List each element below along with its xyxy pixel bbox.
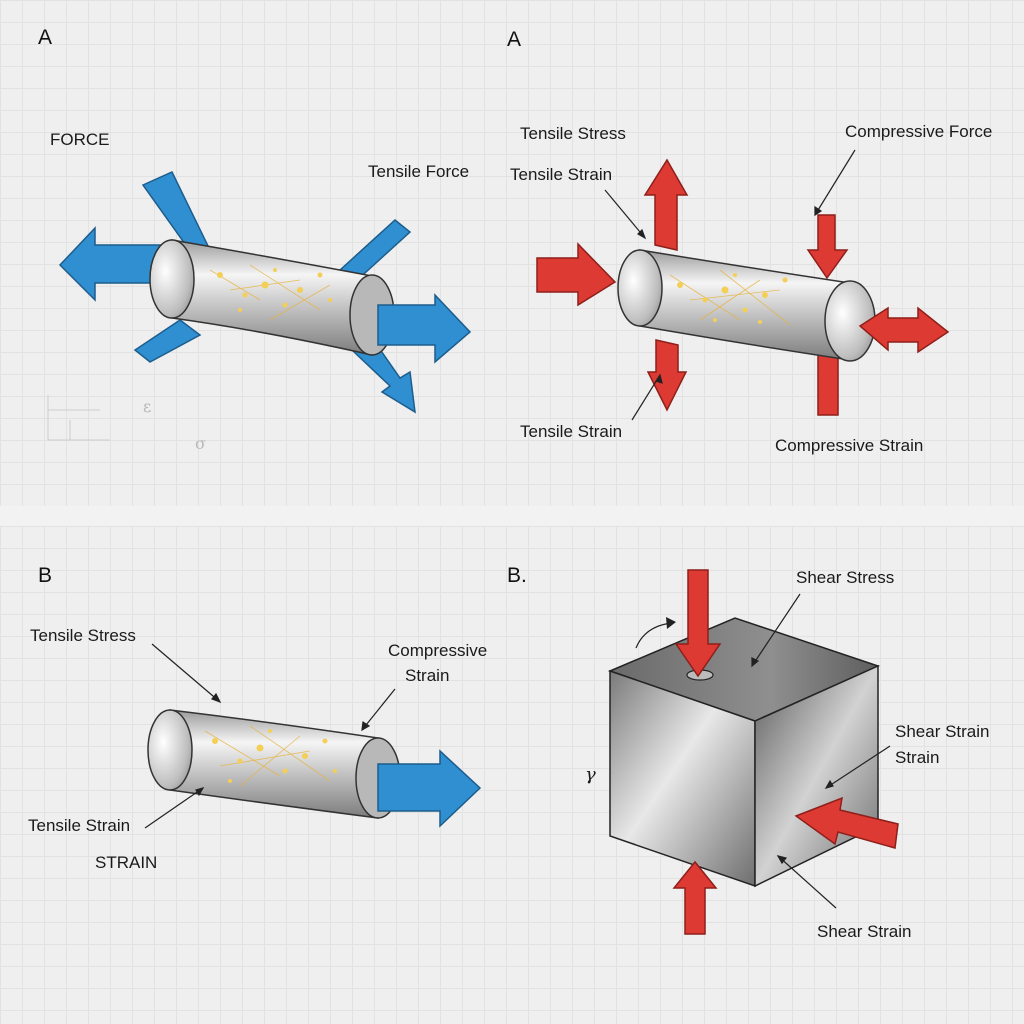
panel-letter-top-left: A — [38, 26, 53, 49]
label-tensile-force: Tensile Force — [368, 162, 470, 181]
cylinder-bottom — [147, 709, 401, 819]
red-arrow-left-cube — [794, 796, 899, 849]
label-compressive-line1: Compressive — [388, 641, 488, 660]
label-compressive-line2: Strain — [405, 666, 450, 685]
red-arrow-up-cube — [672, 860, 718, 935]
label-tensile-stress-bottom: Tensile Stress — [30, 626, 136, 645]
panel-letter-bottom-right: B. — [507, 564, 527, 587]
faint-sigma: σ — [195, 434, 206, 453]
curved-rotation-arrowhead — [666, 617, 676, 629]
red-arrow-double-right — [858, 306, 950, 354]
label-tensile-strain-top: Tensile Strain — [510, 165, 613, 184]
red-arrow-down-bottom — [646, 339, 688, 412]
pointer-lines-cube — [751, 593, 891, 909]
curved-rotation-arrow — [635, 622, 673, 649]
blue-diagonal-arrow-lower-left — [133, 319, 202, 363]
top-diagram — [47, 149, 950, 441]
label-tensile-stress-top: Tensile Stress — [520, 124, 626, 143]
label-tensile-strain-bottom-left: Tensile Strain — [28, 816, 131, 835]
label-shear-strain-line2: Strain — [895, 748, 940, 767]
red-arrow-down-right — [806, 214, 849, 280]
blue-arrow-right-bottom — [377, 749, 482, 828]
cylinder-compressive — [617, 249, 876, 362]
red-arrow-up — [643, 158, 689, 251]
label-strain: STRAIN — [95, 853, 158, 872]
faint-sketch — [47, 395, 110, 441]
label-compressive-force: Compressive Force — [845, 122, 993, 141]
red-bar-lower-right — [817, 354, 839, 416]
label-compressive-strain: Compressive Strain — [775, 436, 924, 455]
red-arrow-left-in — [536, 242, 617, 307]
cylinder-tensile — [149, 239, 395, 356]
label-gamma: γ — [585, 764, 596, 785]
pointer-lines-top — [604, 149, 856, 421]
label-tensile-strain-bottom: Tensile Strain — [520, 422, 623, 441]
label-shear-stress: Shear Stress — [796, 568, 895, 587]
panel-letter-top-right: A — [507, 28, 522, 51]
label-shear-strain-bottom: Shear Strain — [817, 922, 912, 941]
bottom-panel: B Tensile Stress Compressive Strain Tens… — [0, 526, 1024, 1024]
label-force: FORCE — [50, 130, 110, 149]
blue-arrow-right — [377, 293, 472, 364]
shear-cube — [607, 617, 881, 888]
bottom-diagram — [144, 569, 899, 935]
faint-epsilon: ε — [143, 397, 152, 416]
panel-letter-bottom-left: B — [38, 564, 53, 587]
red-arrow-down-cube — [674, 569, 722, 678]
label-shear-strain-line1: Shear Strain — [895, 722, 990, 741]
pointer-lines-bottom-left — [144, 643, 396, 829]
top-panel: A FORCE Tensile Force ε σ A Tensile Stre… — [0, 0, 1024, 506]
